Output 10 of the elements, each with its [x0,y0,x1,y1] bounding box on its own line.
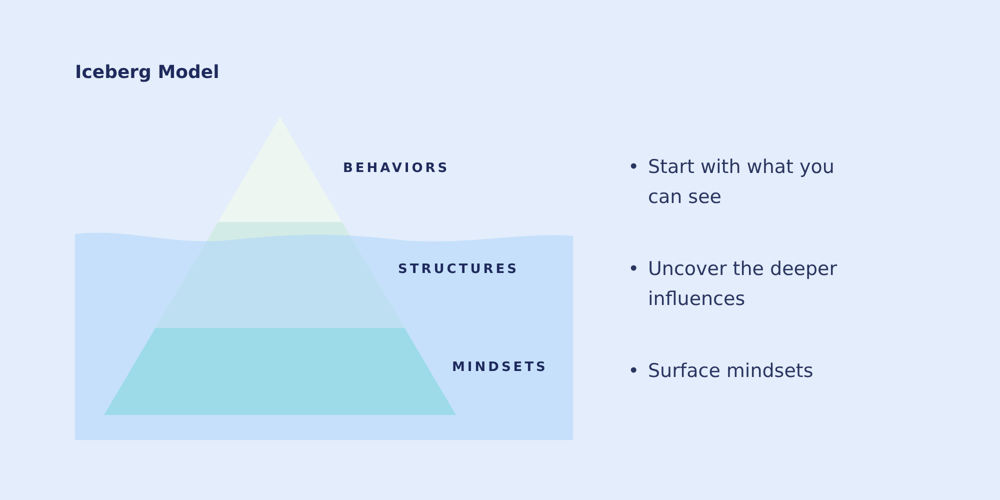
layer-label: BEHAVIORS [343,161,450,177]
bullet-text: Start with what you can see [648,155,836,210]
diagram-title: Iceberg Model [75,62,220,83]
bullet-text: Uncover the deeper influences [648,257,838,312]
bullet: • [628,155,640,180]
layer-label: STRUCTURES [398,262,520,278]
layer-label: MINDSETS [452,360,548,376]
bullet: • [628,257,640,282]
bullet: • [628,359,640,384]
bullet-text: Surface mindsets [648,359,814,384]
